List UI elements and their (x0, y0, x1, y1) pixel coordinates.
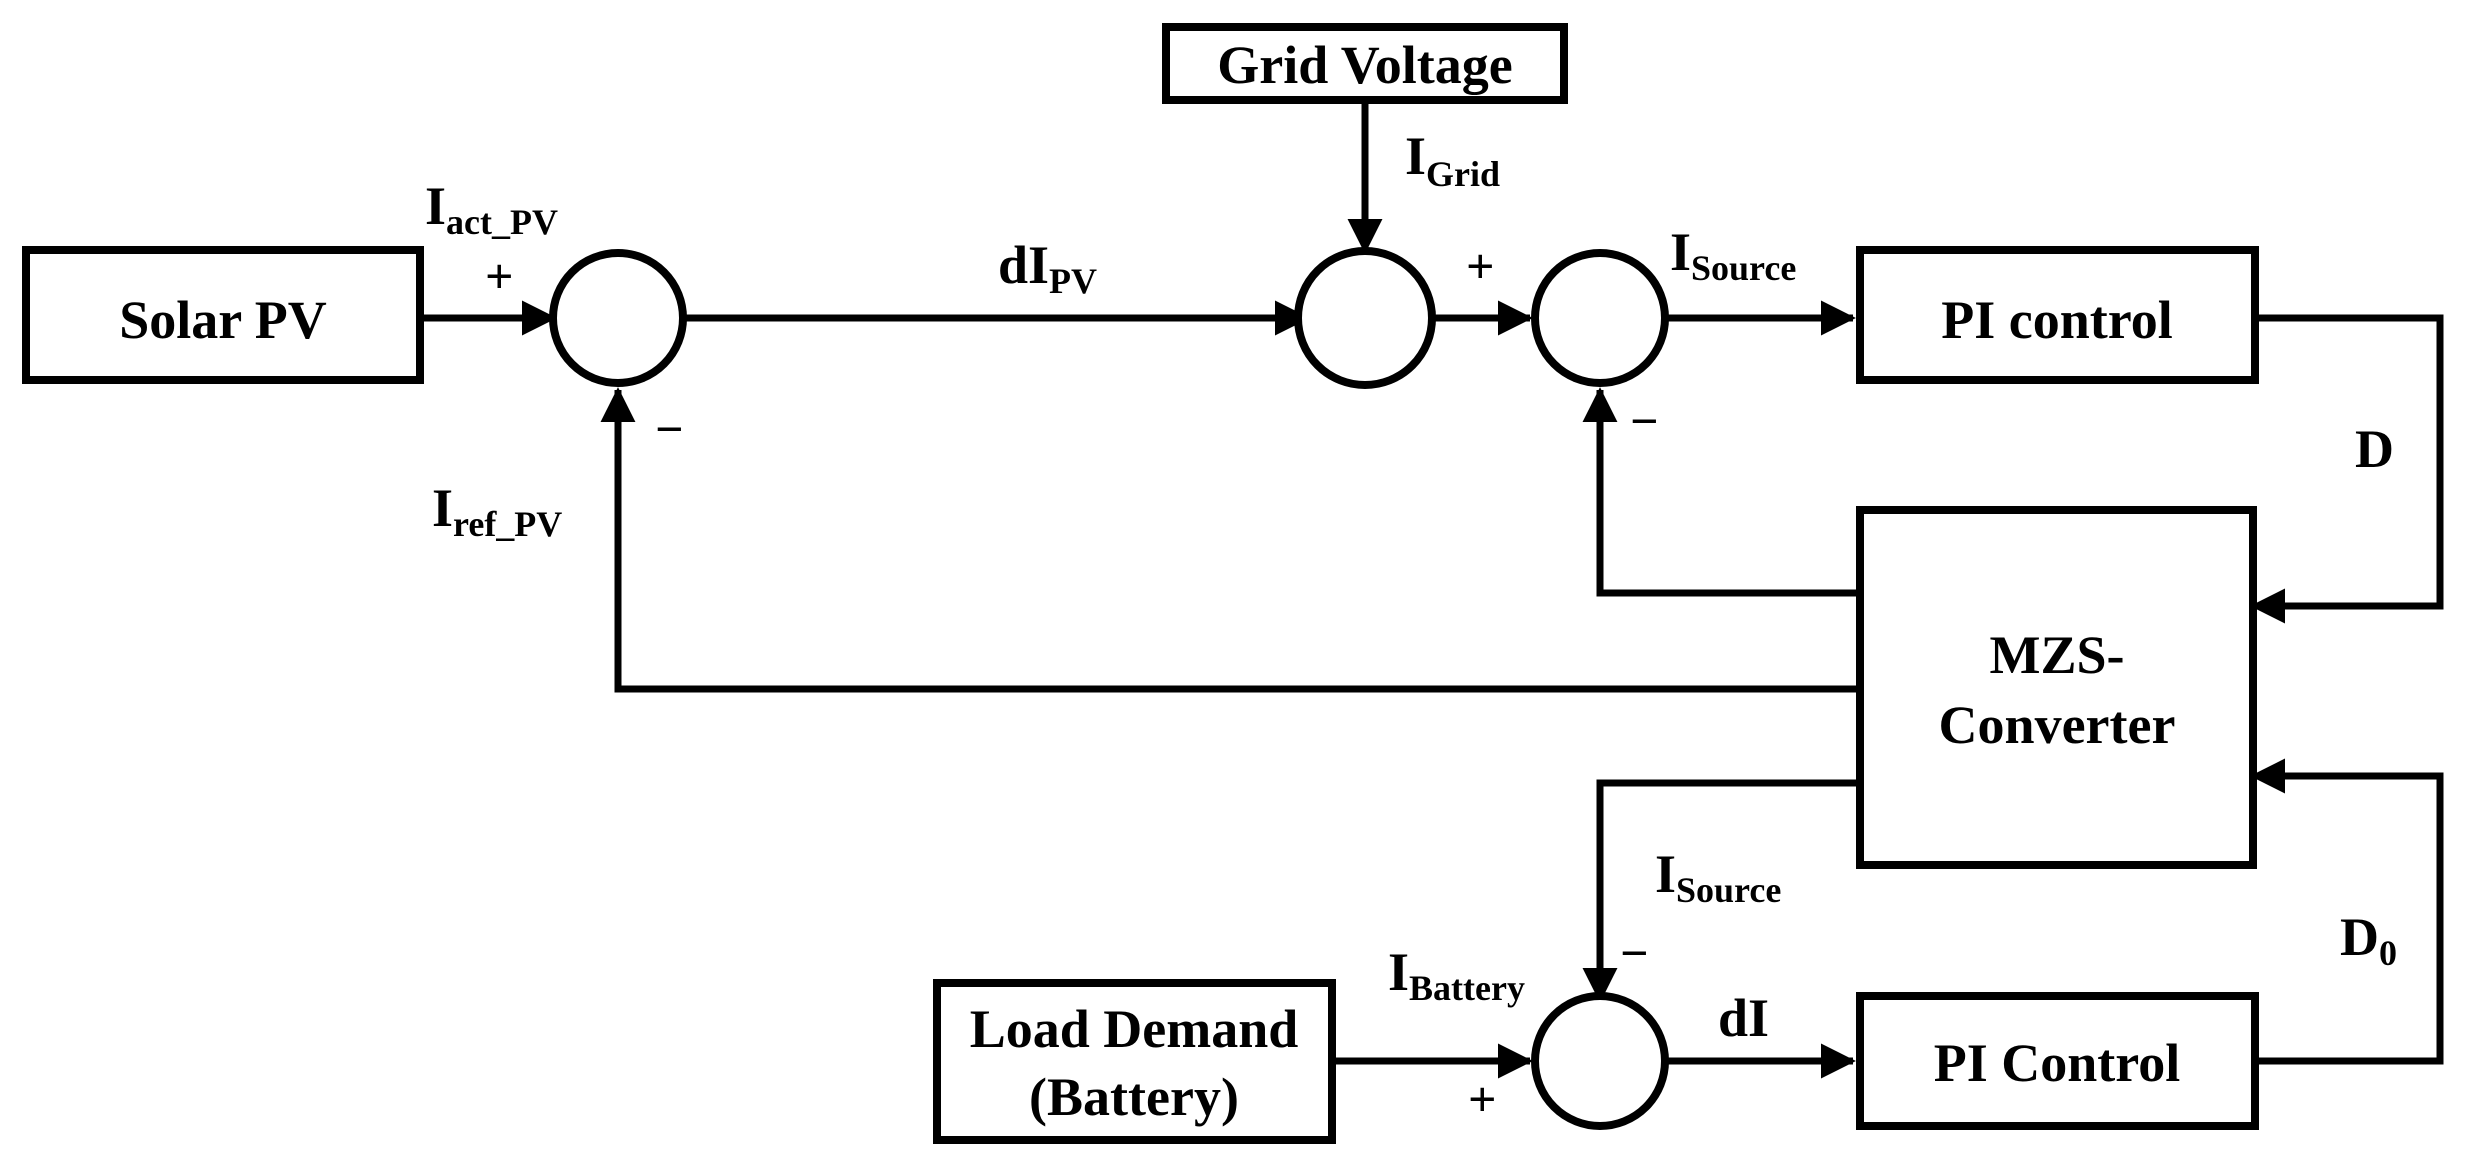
label-d0: D0 (2340, 907, 2397, 973)
solar-pv-label: Solar PV (119, 290, 327, 350)
label-di-pv: dIPV (998, 235, 1097, 301)
pi-control-bottom-block: PI Control (1856, 992, 2259, 1130)
summing-junction-2 (1294, 247, 1436, 389)
pi-control-top-block: PI control (1856, 246, 2259, 384)
sign-sum1-minus: − (655, 401, 684, 457)
load-demand-block: Load Demand (Battery) (933, 979, 1336, 1144)
label-di: dI (1718, 988, 1769, 1048)
label-i-act-pv: Iact_PV (425, 176, 558, 242)
grid-voltage-label: Grid Voltage (1217, 35, 1513, 95)
label-i-source-top: ISource (1670, 222, 1796, 288)
sign-sum4-plus: + (1468, 1071, 1497, 1127)
summing-junction-1 (549, 249, 687, 387)
label-d: D (2355, 419, 2394, 479)
wire-mzs-to-sum4 (1582, 779, 1860, 1003)
label-i-battery: IBattery (1388, 942, 1525, 1008)
sign-sum3-minus: − (1630, 393, 1659, 449)
pi-control-top-label: PI control (1941, 290, 2172, 350)
grid-voltage-block: Grid Voltage (1162, 23, 1568, 104)
sign-sum4-minus: − (1620, 925, 1649, 981)
load-demand-label-line1: Load Demand (970, 999, 1299, 1059)
label-i-grid: IGrid (1405, 126, 1500, 194)
mzs-converter-label-line1: MZS- (1990, 625, 2125, 685)
wire-mzs-to-sum1-feedback (600, 387, 1860, 693)
wire-mzs-to-sum3-feedback (1582, 387, 1860, 597)
wire-pi-bottom-to-mzs (2250, 758, 2444, 1065)
signal-wires (420, 100, 2444, 1079)
label-i-ref-pv: Iref_PV (432, 478, 562, 544)
sign-sum1-plus: + (485, 248, 514, 304)
mzs-converter-label-line2: Converter (1939, 695, 2176, 755)
solar-pv-block: Solar PV (22, 246, 424, 384)
summing-junction-4 (1531, 992, 1669, 1130)
load-demand-label-line2: (Battery) (1029, 1067, 1239, 1127)
sign-sum3-plus: + (1466, 238, 1495, 294)
mzs-converter-block: MZS- Converter (1856, 506, 2257, 869)
summing-junction-3 (1531, 249, 1669, 387)
label-i-source-bottom: ISource (1655, 844, 1781, 910)
wire-pi-top-to-mzs (2250, 314, 2444, 624)
pi-control-bottom-label: PI Control (1934, 1033, 2181, 1093)
